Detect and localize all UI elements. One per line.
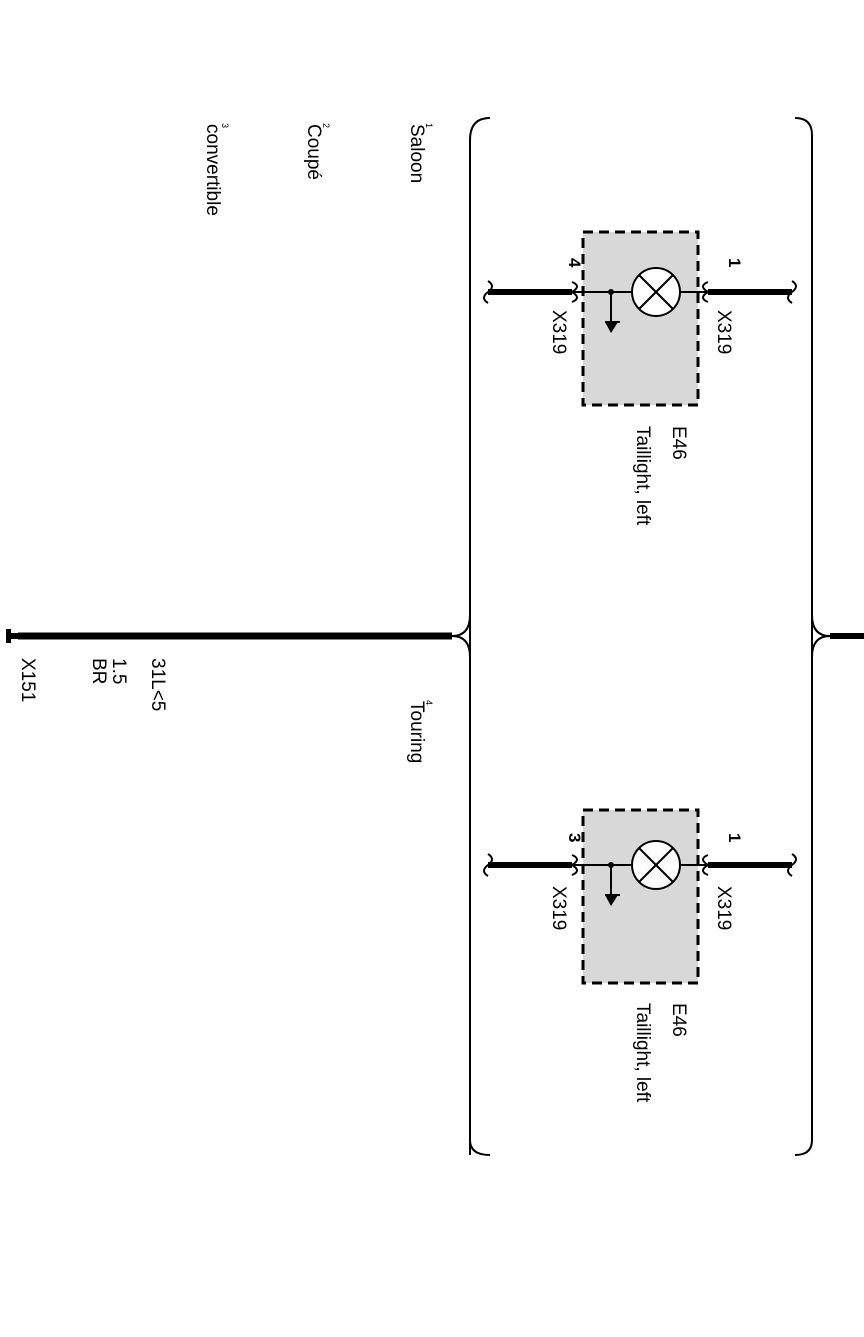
lamp-lower-housing — [581, 808, 700, 985]
lamp-upper — [483, 230, 797, 407]
lamp-lower-code: E46 — [668, 1003, 689, 1037]
lamp-upper-housing — [581, 230, 700, 407]
lamp-lower-ground-arrow-icon — [605, 895, 618, 906]
ground-connector: X151 — [17, 658, 38, 702]
variant-mark-saloon: 1 — [424, 123, 434, 128]
wire-id: 31L<5 — [147, 658, 168, 711]
lamp-lower — [483, 808, 797, 985]
variant-convertible: convertible — [202, 124, 223, 216]
variant-mark-touring: 4 — [424, 700, 434, 705]
variant-mark-coupe: 2 — [321, 123, 331, 128]
lamp-upper-pin-bottom: 4 — [565, 258, 584, 268]
lamp-lower-connector-top: X319 — [713, 886, 734, 930]
variant-touring: Touring — [406, 701, 427, 763]
lamp-lower-connector-bottom: X319 — [548, 886, 569, 930]
lamp-upper-ground-arrow-icon — [605, 322, 618, 333]
lamp-upper-pin-top: 1 — [725, 258, 744, 267]
lamp-lower-pin-bottom: 3 — [565, 833, 584, 842]
lamp-lower-pin-top: 1 — [725, 833, 744, 842]
wire-color: BR — [88, 658, 109, 684]
lamp-upper-connector-top: X319 — [713, 310, 734, 354]
lamp-upper-connector-bottom: X319 — [548, 310, 569, 354]
lamp-lower-name: Taillight, left — [632, 1003, 653, 1103]
lamp-upper-code: E46 — [668, 426, 689, 460]
variant-mark-convertible: 3 — [220, 123, 230, 128]
lamp-upper-name: Taillight, left — [632, 426, 653, 526]
variant-saloon: Saloon — [406, 124, 427, 183]
ground-terminal — [6, 629, 19, 643]
wire-cross-section: 1.5 — [108, 658, 129, 684]
variant-coupe: Coupé — [303, 124, 324, 180]
